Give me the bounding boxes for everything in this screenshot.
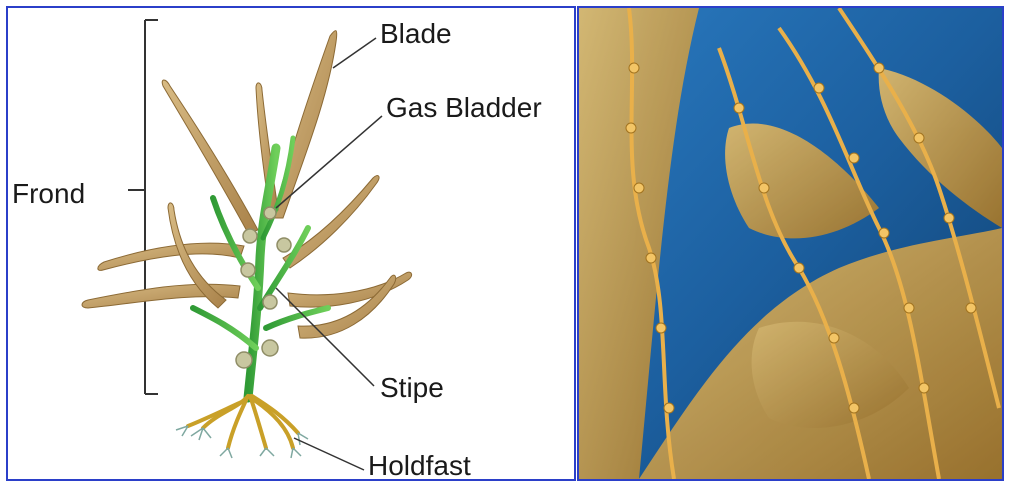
- holdfast-roots: [188, 396, 298, 448]
- kelp-photo-panel: [577, 6, 1004, 481]
- kelp-photo-image: [579, 8, 1002, 479]
- label-stipe: Stipe: [380, 374, 444, 402]
- kelp-diagram-panel: Blade Gas Bladder Frond Stipe Holdfast: [6, 6, 576, 481]
- label-gas-bladder: Gas Bladder: [386, 94, 542, 122]
- label-frond: Frond: [12, 180, 85, 208]
- kelp-stipes: [193, 138, 328, 398]
- label-blade: Blade: [380, 20, 452, 48]
- frond-bracket: [128, 20, 158, 394]
- kelp-blades: [82, 31, 412, 339]
- holdfast-fibers: [176, 426, 308, 458]
- kelp-diagram-illustration: [8, 8, 574, 479]
- label-holdfast: Holdfast: [368, 452, 471, 480]
